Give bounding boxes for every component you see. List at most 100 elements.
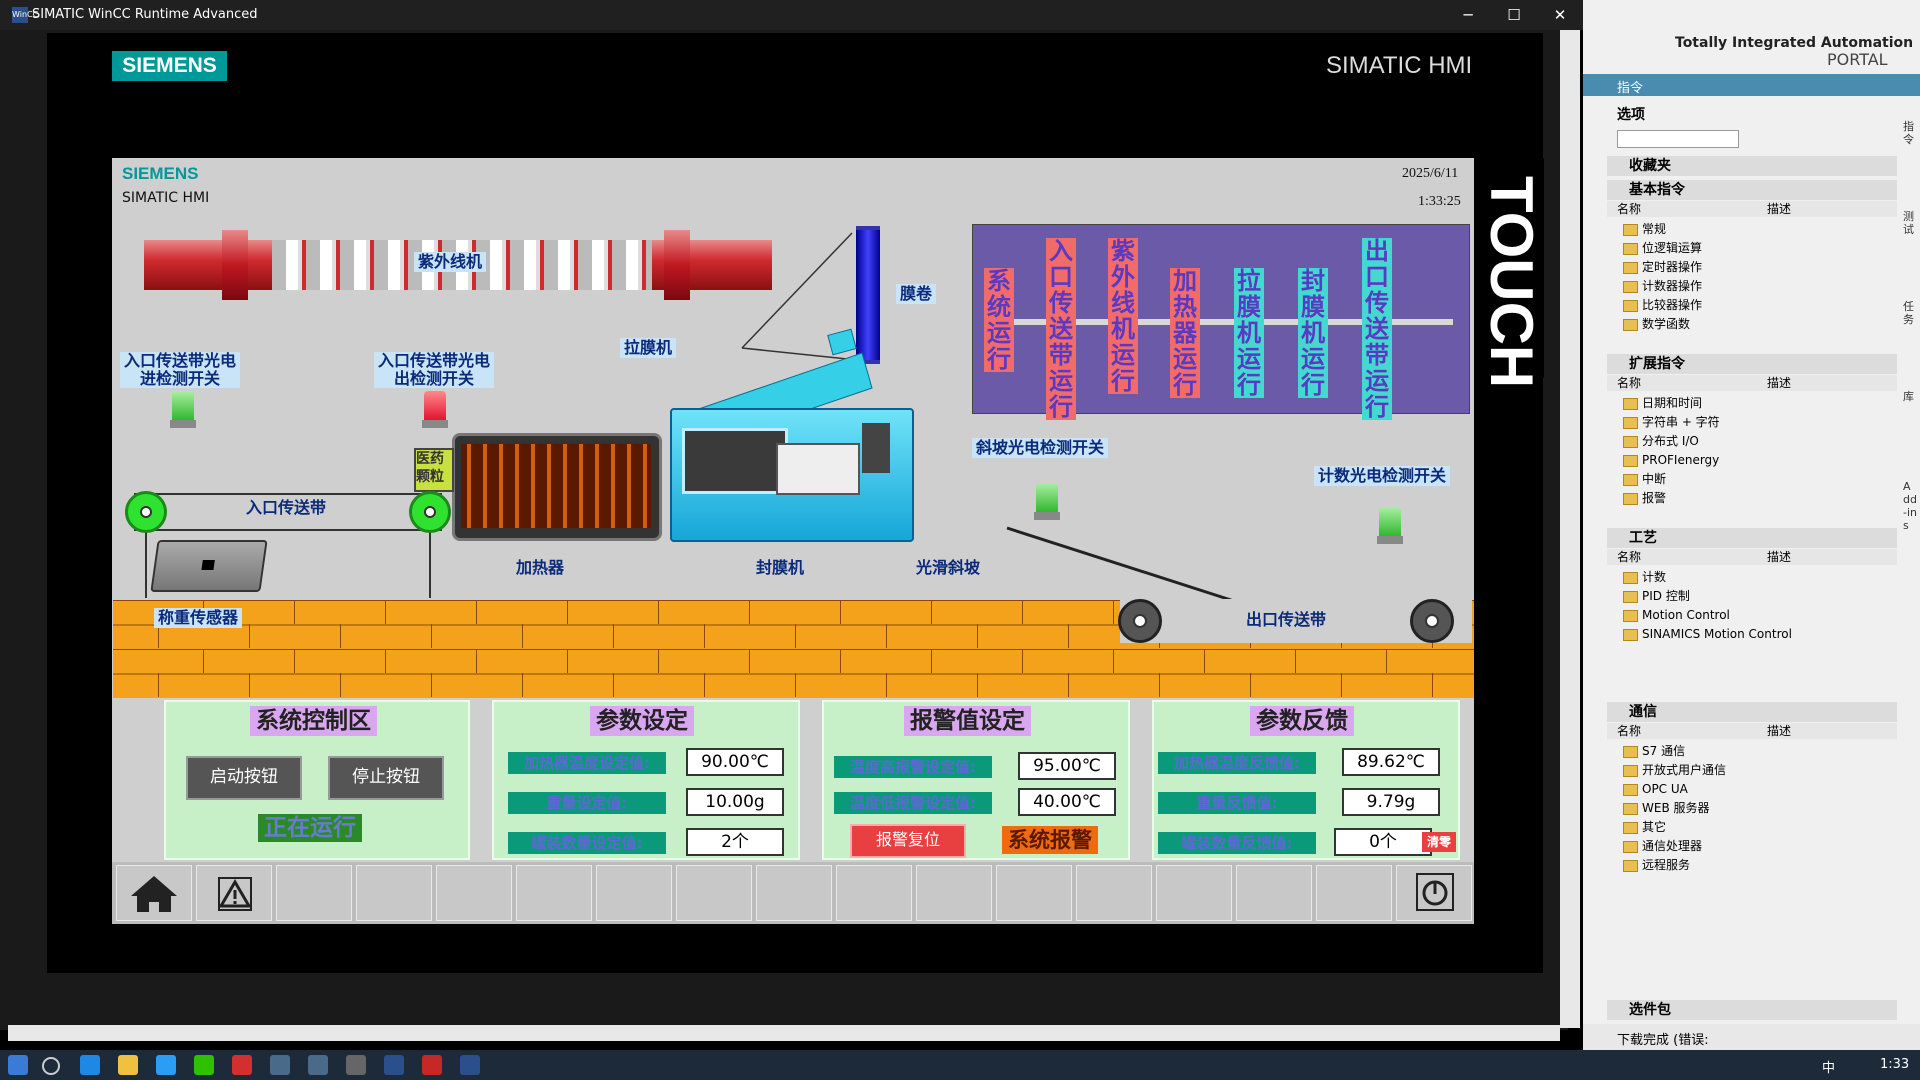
communication_items-item-3[interactable]: WEB 服务器 (1623, 799, 1710, 817)
side-tab-2[interactable]: 任务 (1903, 300, 1914, 326)
side-tab-4[interactable]: Add-ins (1903, 480, 1917, 532)
technology_items-item-2[interactable]: Motion Control (1623, 606, 1730, 624)
wincc-taskbar-icon[interactable] (384, 1055, 404, 1075)
count-sensor-lamp-base (1377, 536, 1403, 544)
alarm-view-button[interactable] (196, 865, 272, 921)
nav-button-10[interactable] (836, 865, 912, 921)
nav-button-7[interactable] (596, 865, 672, 921)
folder-icon (1623, 223, 1638, 236)
basic_items-item-0[interactable]: 常规 (1623, 220, 1666, 238)
heater-temp-setpoint-input[interactable]: 90.00℃ (686, 748, 784, 776)
horizontal-scrollbar[interactable] (8, 1025, 1560, 1041)
folder-icon (1623, 416, 1638, 429)
start-button[interactable]: 启动按钮 (186, 756, 302, 800)
minimize-button[interactable]: ─ (1463, 6, 1473, 24)
nav-button-5[interactable] (436, 865, 512, 921)
communication_items-item-6[interactable]: 远程服务 (1623, 856, 1690, 874)
low-temp-alarm-input[interactable]: 40.00℃ (1018, 788, 1116, 816)
nav-button-13[interactable] (1076, 865, 1152, 921)
instruction-search-input[interactable] (1617, 130, 1739, 148)
folder-icon (1623, 280, 1638, 293)
extended_items-item-0[interactable]: 日期和时间 (1623, 394, 1702, 412)
communication_items-item-0[interactable]: S7 通信 (1623, 742, 1685, 760)
browser-icon[interactable] (156, 1055, 176, 1075)
folder-icon (1623, 242, 1638, 255)
vertical-scrollbar[interactable] (1560, 30, 1580, 1028)
basic_items-item-2[interactable]: 定时器操作 (1623, 258, 1702, 276)
basic_items-item-5[interactable]: 数学函数 (1623, 315, 1690, 333)
nav-button-12[interactable] (996, 865, 1072, 921)
folder-icon (1623, 840, 1638, 853)
basic-col-header: 名称描述 (1607, 201, 1897, 217)
nav-button-11[interactable] (916, 865, 992, 921)
communication_items-item-1[interactable]: 开放式用户通信 (1623, 761, 1726, 779)
edge-icon[interactable] (80, 1055, 100, 1075)
stop-button[interactable]: 停止按钮 (328, 756, 444, 800)
entry-conveyor-label: 入口传送带 (246, 498, 327, 517)
nav-button-6[interactable] (516, 865, 592, 921)
home-button[interactable] (116, 865, 192, 921)
side-tab-3[interactable]: 库 (1903, 390, 1914, 403)
technology_items-item-0[interactable]: 计数 (1623, 568, 1666, 586)
file-explorer-icon[interactable] (118, 1055, 138, 1075)
basic-instructions-section[interactable]: 基本指令 (1607, 180, 1897, 200)
status-column-0: 系统运行 (984, 268, 1014, 372)
nav-button-4[interactable] (356, 865, 432, 921)
nav-button-16[interactable] (1316, 865, 1392, 921)
tia-portal-icon[interactable] (270, 1055, 290, 1075)
plcsim-icon[interactable] (308, 1055, 328, 1075)
extended_items-item-1[interactable]: 字符串 + 字符 (1623, 413, 1720, 431)
communication_items-item-4[interactable]: 其它 (1623, 818, 1666, 836)
search-icon[interactable] (42, 1057, 60, 1075)
nav-button-9[interactable] (756, 865, 832, 921)
extended_items-item-4[interactable]: 中断 (1623, 470, 1666, 488)
high-temp-alarm-input[interactable]: 95.00℃ (1018, 752, 1116, 780)
weight-setpoint-input[interactable]: 10.00g (686, 788, 784, 816)
nav-button-8[interactable] (676, 865, 752, 921)
nav-button-3[interactable] (276, 865, 352, 921)
technology-section[interactable]: 工艺 (1607, 528, 1897, 548)
ime-indicator[interactable]: 中 (1822, 1061, 1836, 1076)
feedback-panel-title: 参数反馈 (1250, 706, 1354, 736)
extended_items-item-5[interactable]: 报警 (1623, 489, 1666, 507)
basic_items-item-3[interactable]: 计数器操作 (1623, 277, 1702, 295)
start-icon[interactable] (8, 1055, 28, 1075)
screen-product: SIMATIC HMI (122, 190, 210, 206)
basic_items-item-4[interactable]: 比较器操作 (1623, 296, 1702, 314)
basic_items-item-1[interactable]: 位逻辑运算 (1623, 239, 1702, 257)
fill-count-setpoint-input[interactable]: 2个 (686, 828, 784, 856)
communication_items-item-2[interactable]: OPC UA (1623, 780, 1688, 798)
control-panel: 系统控制区 启动按钮 停止按钮 正在运行 (164, 700, 470, 860)
heater-label: 加热器 (516, 558, 565, 577)
option-packages-section[interactable]: 选件包 (1607, 1000, 1897, 1020)
extended_items-item-3[interactable]: PROFIenergy (1623, 451, 1719, 469)
extended-instructions-section[interactable]: 扩展指令 (1607, 354, 1897, 374)
wps-icon[interactable] (232, 1055, 252, 1075)
nav-button-14[interactable] (1156, 865, 1232, 921)
maximize-button[interactable]: ☐ (1507, 6, 1521, 24)
entry-sensor-in-lamp (172, 391, 194, 421)
entry-sensor-in-lamp-base (170, 420, 196, 428)
exit-runtime-button[interactable] (1396, 865, 1472, 921)
nav-button-15[interactable] (1236, 865, 1312, 921)
close-button[interactable]: ✕ (1553, 6, 1567, 24)
technology_items-item-1[interactable]: PID 控制 (1623, 587, 1690, 605)
communication_items-item-5[interactable]: 通信处理器 (1623, 837, 1702, 855)
slope-sensor-lamp (1036, 483, 1058, 513)
side-tab-1[interactable]: 测试 (1903, 210, 1914, 236)
clear-count-button[interactable]: 清零 (1422, 832, 1456, 852)
status-column-4: 拉膜机运行 (1234, 268, 1264, 398)
extended_items-item-2[interactable]: 分布式 I/O (1623, 432, 1699, 450)
app-icon-a[interactable] (422, 1055, 442, 1075)
favorites-section[interactable]: 收藏夹 (1607, 156, 1897, 176)
side-tab-0[interactable]: 指令 (1903, 120, 1914, 146)
technology_items-item-3[interactable]: SINAMICS Motion Control (1623, 625, 1792, 643)
settings-icon[interactable] (346, 1055, 366, 1075)
communication-section[interactable]: 通信 (1607, 702, 1897, 722)
wincc-runtime-taskbar-icon[interactable] (460, 1055, 480, 1075)
wechat-icon[interactable] (194, 1055, 214, 1075)
film-stretcher-label: 拉膜机 (620, 338, 677, 358)
heater (452, 433, 662, 541)
alarm-reset-button[interactable]: 报警复位 (850, 824, 966, 858)
status-column-1: 入口传送带运行 (1046, 238, 1076, 420)
